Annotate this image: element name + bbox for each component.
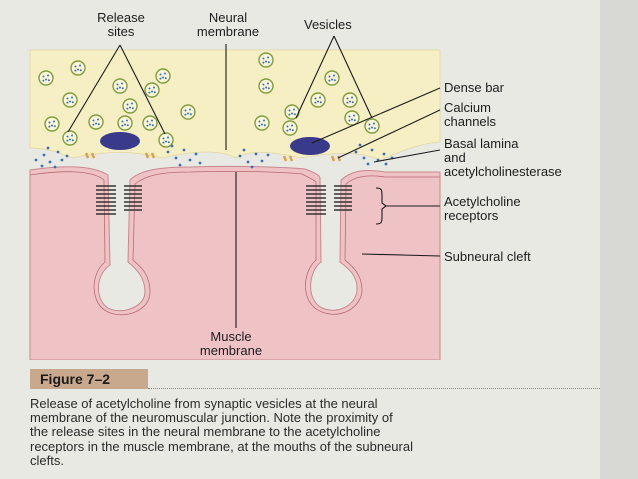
figure-number: Figure 7–2 [40, 371, 111, 387]
figure-caption: Release of acetylcholine from synaptic v… [30, 396, 600, 468]
nmj-diagram [29, 35, 441, 360]
nerve-terminal [29, 49, 441, 161]
caption-line: Release of acetylcholine from synaptic v… [30, 396, 378, 411]
calcium-channels [84, 152, 342, 162]
figure-tag: Figure 7–2 [30, 369, 148, 389]
dense-bar-left [100, 132, 140, 150]
muscle-membrane-inner [29, 171, 440, 316]
dense-bar-right [290, 137, 330, 155]
acetylcholine-receptors [96, 185, 352, 215]
acetylcholine-molecules [34, 143, 394, 169]
label-vesicles: Vesicles [304, 17, 352, 32]
caption-line: clefts. [30, 452, 64, 468]
caption-line: membrane of the neuromuscular junction. … [30, 410, 393, 426]
caption-line: receptors in the muscle membrane, at the… [30, 438, 413, 454]
label-subneural-cleft: Subneural cleft [444, 249, 531, 264]
figure-rule [148, 388, 600, 389]
leader-lines [67, 35, 441, 328]
label-dense-bar: Dense bar [444, 80, 504, 95]
caption-line: the release sites in the neural membrane… [30, 424, 381, 440]
adjacent-page-strip [600, 0, 638, 479]
